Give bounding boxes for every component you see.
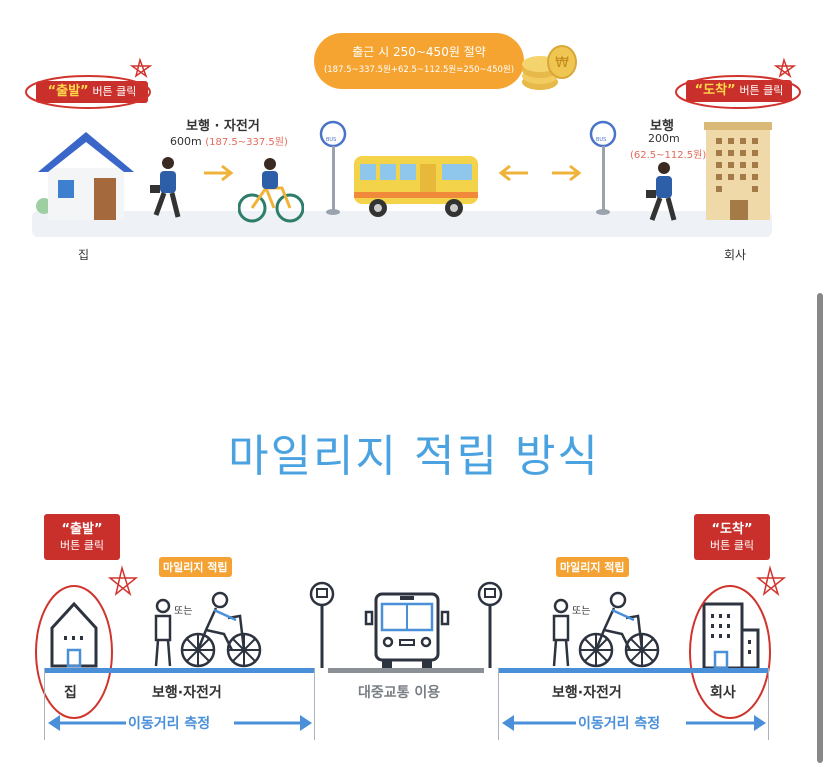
arrive-circle-mark xyxy=(689,565,787,719)
walking-person-icon xyxy=(646,162,677,221)
savings-title: 출근 시 250~450원 절약 xyxy=(352,45,486,59)
distance-label: 이동거리 측정 xyxy=(578,716,661,732)
route-line-transit xyxy=(328,668,484,673)
route-marker xyxy=(314,668,315,740)
depart-button-label: “출발” 버튼 클릭 xyxy=(36,81,148,103)
bus-stop-sign-icon xyxy=(477,581,503,668)
route-line-walk-left xyxy=(44,668,314,673)
walk-label: 보행 xyxy=(650,119,674,134)
distance-arrow-left xyxy=(48,715,312,731)
home-label: 집 xyxy=(78,248,90,262)
arrive-suffix: 버튼 클릭 xyxy=(710,539,754,552)
arrive-quote: “도착” xyxy=(711,522,753,537)
depart-circle-mark xyxy=(25,57,153,109)
distance-label: 이동거리 측정 xyxy=(128,716,211,732)
walking-person-icon xyxy=(150,157,181,218)
home-label: 집 xyxy=(64,685,77,701)
depart-button-label: “출발” 버튼 클릭 xyxy=(44,514,120,560)
bus-stop-sign-icon xyxy=(589,120,617,215)
arrive-button-label: “도착” 버튼 클릭 xyxy=(686,80,792,102)
arrow-right-icon xyxy=(552,164,582,182)
route-marker xyxy=(768,668,769,740)
transit-label: 대중교통 이용 xyxy=(358,685,441,701)
arrive-quote: “도착” xyxy=(694,83,736,98)
house-icon xyxy=(36,132,134,220)
walk-range: (62.5~112.5원) xyxy=(630,150,707,161)
walk-bike-label: 보행·자전거 xyxy=(152,685,222,701)
or-text: 또는 xyxy=(174,606,193,617)
arrive-circle-mark xyxy=(675,57,801,109)
office-building-icon xyxy=(704,122,772,220)
route-marker xyxy=(498,668,499,740)
route-line-walk-right xyxy=(498,668,768,673)
arrive-button-label: “도착” 버튼 클릭 xyxy=(694,514,770,560)
arrow-left-icon xyxy=(498,164,528,182)
bus-front-icon xyxy=(364,592,450,668)
savings-formula: (187.5~337.5원+62.5~112.5원=250~450원) xyxy=(323,65,515,75)
depart-suffix: 버튼 클릭 xyxy=(92,85,137,98)
bus-icon xyxy=(354,156,478,217)
or-text: 또는 xyxy=(572,606,591,617)
depart-quote: “출발” xyxy=(61,522,103,537)
bicycle-rider-icon xyxy=(180,591,262,668)
bus-stop-sign-icon xyxy=(309,581,335,668)
route-marker xyxy=(44,668,45,740)
walk-bike-distance: 600m xyxy=(170,135,202,148)
walk-bike-label: 보행·자전거 xyxy=(552,685,622,701)
depart-circle-mark xyxy=(35,565,139,719)
svg-text:₩: ₩ xyxy=(555,55,569,71)
coin-stack-icon: ₩ xyxy=(522,45,577,90)
house-icon xyxy=(50,601,98,668)
office-label: 회사 xyxy=(724,248,747,262)
depart-quote: “출발” xyxy=(47,84,89,99)
walk-bike-label: 보행 · 자전거 xyxy=(186,119,260,134)
bottom-diagram: “출발” 버튼 클릭 “도착” 버튼 클릭 마일리지 적립 마일리지 적립 또는 xyxy=(0,500,828,770)
standing-person-icon xyxy=(552,598,570,667)
page-heading: 마일리지 적립 방식 xyxy=(228,431,600,482)
bus-stop-sign-icon xyxy=(319,120,347,215)
bicycle-rider-icon xyxy=(578,591,660,668)
ground-strip xyxy=(32,211,772,237)
savings-pill: 출근 시 250~450원 절약 (187.5~337.5원+62.5~112.… xyxy=(314,33,524,89)
cyclist-icon xyxy=(238,158,304,223)
bus-stop-sign-text: BUS xyxy=(596,137,607,143)
walk-distance: 200m xyxy=(648,132,680,145)
depart-suffix: 버튼 클릭 xyxy=(60,539,104,552)
office-label: 회사 xyxy=(710,685,736,701)
arrow-right-icon xyxy=(204,164,234,182)
arrive-suffix: 버튼 클릭 xyxy=(739,84,784,97)
walk-bike-range: (187.5~337.5원) xyxy=(205,137,288,148)
top-illustration: 출근 시 250~450원 절약 (187.5~337.5원+62.5~112.… xyxy=(0,0,828,280)
mileage-badge: 마일리지 적립 xyxy=(556,557,629,577)
walk-bike-distance-row: 600m (187.5~337.5원) xyxy=(170,133,288,148)
bus-stop-sign-text: BUS xyxy=(326,137,337,143)
scrollbar-thumb[interactable] xyxy=(817,293,823,763)
distance-arrow-right xyxy=(502,715,766,731)
standing-person-icon xyxy=(154,598,172,667)
mileage-badge: 마일리지 적립 xyxy=(159,557,232,577)
